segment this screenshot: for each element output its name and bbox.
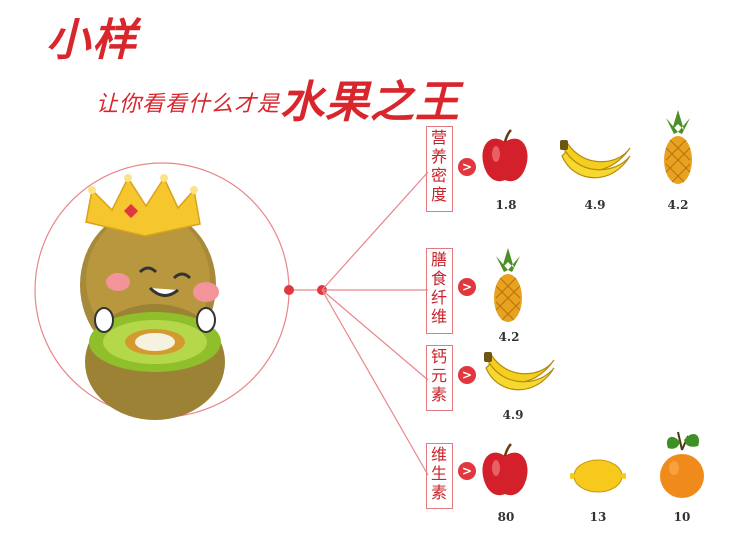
- lemon-icon: [570, 459, 626, 493]
- value-label: 4.2: [667, 198, 689, 212]
- chevron-right-icon: >: [458, 278, 476, 296]
- value-label: 4.9: [502, 408, 524, 422]
- category-box-nutrition: [426, 126, 453, 212]
- category-label-calcium: 钙元素: [430, 347, 447, 404]
- branch-line-4: [321, 289, 429, 476]
- connector-dot-left: [284, 285, 294, 295]
- branch-line-3: [321, 289, 429, 381]
- chevron-right-icon: >: [458, 462, 476, 480]
- orange-icon: [660, 431, 704, 498]
- apple-icon: [482, 129, 528, 182]
- value-label: 80: [497, 510, 515, 524]
- category-label-fiber: 膳食纤维: [430, 250, 447, 326]
- title-line1: 小样: [46, 15, 138, 66]
- value-label: 13: [589, 510, 607, 524]
- value-label: 1.8: [495, 198, 517, 212]
- category-label-nutrition: 营养密度: [430, 128, 447, 204]
- category-box-calcium: [426, 345, 453, 411]
- category-box-vitamin: [426, 443, 453, 509]
- value-label: 4.9: [584, 198, 606, 212]
- chevron-right-icon: >: [458, 158, 476, 176]
- value-label: 4.2: [498, 330, 520, 344]
- apple-icon: [482, 443, 528, 496]
- value-label: 10: [673, 510, 691, 524]
- category-box-fiber: [426, 248, 453, 334]
- pineapple-icon: [494, 248, 522, 322]
- banana-icon: [560, 140, 631, 179]
- category-label-vitamin: 维生素: [430, 445, 447, 502]
- pineapple-icon: [664, 110, 692, 184]
- title-line2-accent: 水果之王: [280, 77, 461, 128]
- kiwi-king-mascot-icon: [80, 174, 225, 420]
- title-line2: 让你看看什么才是水果之王: [96, 66, 460, 130]
- chevron-right-icon: >: [458, 366, 476, 384]
- branch-line-1: [321, 171, 429, 291]
- title-line2-prefix: 让你看看什么才是: [96, 92, 281, 117]
- banana-icon: [484, 352, 555, 391]
